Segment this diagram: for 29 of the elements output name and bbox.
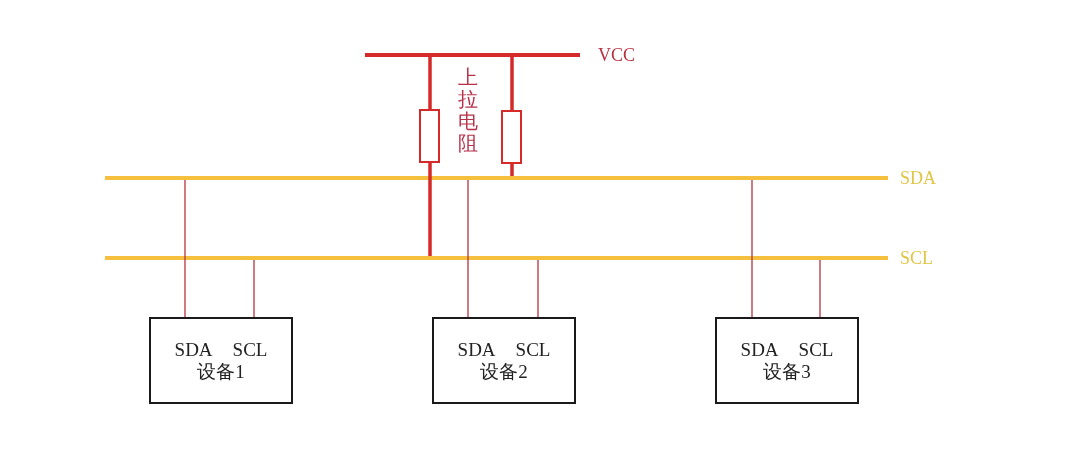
wire: [428, 163, 432, 256]
wire: [428, 57, 432, 109]
wire: [537, 259, 539, 318]
pin-label: SCL: [232, 338, 268, 361]
bus-label: SCL: [900, 248, 933, 268]
pin-label: SCL: [798, 338, 834, 361]
device-label: 设备1: [197, 360, 245, 383]
power-rail: [365, 53, 580, 57]
wire: [253, 259, 255, 318]
pin-label: SDA: [740, 338, 779, 361]
device-label: 设备3: [763, 360, 811, 383]
wire: [510, 164, 514, 176]
pin-label: SDA: [457, 338, 496, 361]
device-box: [432, 317, 576, 404]
bus-label: SDA: [900, 168, 936, 188]
resistor-symbol: [419, 109, 440, 163]
wire: [751, 179, 753, 318]
device-box: [715, 317, 859, 404]
pin-label: SDA: [174, 338, 213, 361]
wire: [184, 179, 186, 318]
device-label: 设备2: [480, 360, 528, 383]
wire: [819, 259, 821, 318]
device-box: [149, 317, 293, 404]
wire: [467, 179, 469, 318]
resistor-symbol: [501, 110, 522, 164]
wire: [510, 57, 514, 110]
pin-label: SCL: [515, 338, 551, 361]
rail-label: VCC: [598, 45, 635, 65]
resistor-label: 上拉电阻: [458, 66, 478, 154]
